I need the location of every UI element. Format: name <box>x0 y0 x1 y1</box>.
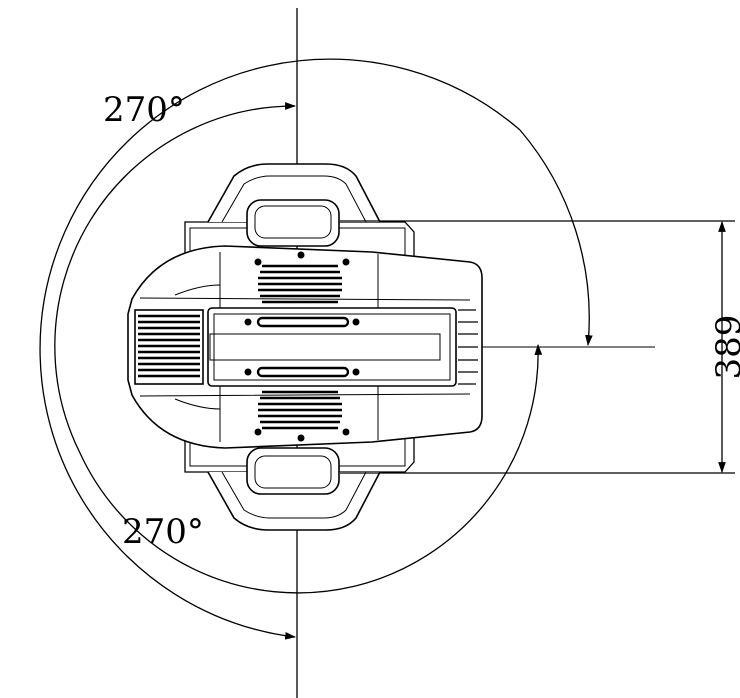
handle-slot-top <box>256 316 350 328</box>
dimension-389: 389 <box>340 220 740 474</box>
dimension-label: 389 <box>709 315 740 380</box>
yoke-handle-bottom <box>246 447 340 495</box>
pan-rotation-arcs <box>39 58 593 640</box>
yoke-base-plate <box>184 221 415 473</box>
lens-ridges <box>458 309 478 385</box>
fan-grille-slats <box>138 314 200 378</box>
outer-arc-end-segment <box>519 129 593 347</box>
handle-slot-bottom <box>256 366 350 378</box>
yoke-handle-top <box>246 199 340 247</box>
upper-angle-label: 270° <box>103 90 185 130</box>
screws <box>244 251 360 442</box>
central-handle <box>207 307 457 387</box>
vent-fins-top <box>258 264 342 304</box>
outer-rotation-arc <box>39 58 521 640</box>
inner-rotation-arc <box>54 102 543 594</box>
fixture-outline <box>127 163 483 531</box>
vent-fins-bottom <box>258 390 342 430</box>
lower-angle-label: 270° <box>122 512 204 552</box>
